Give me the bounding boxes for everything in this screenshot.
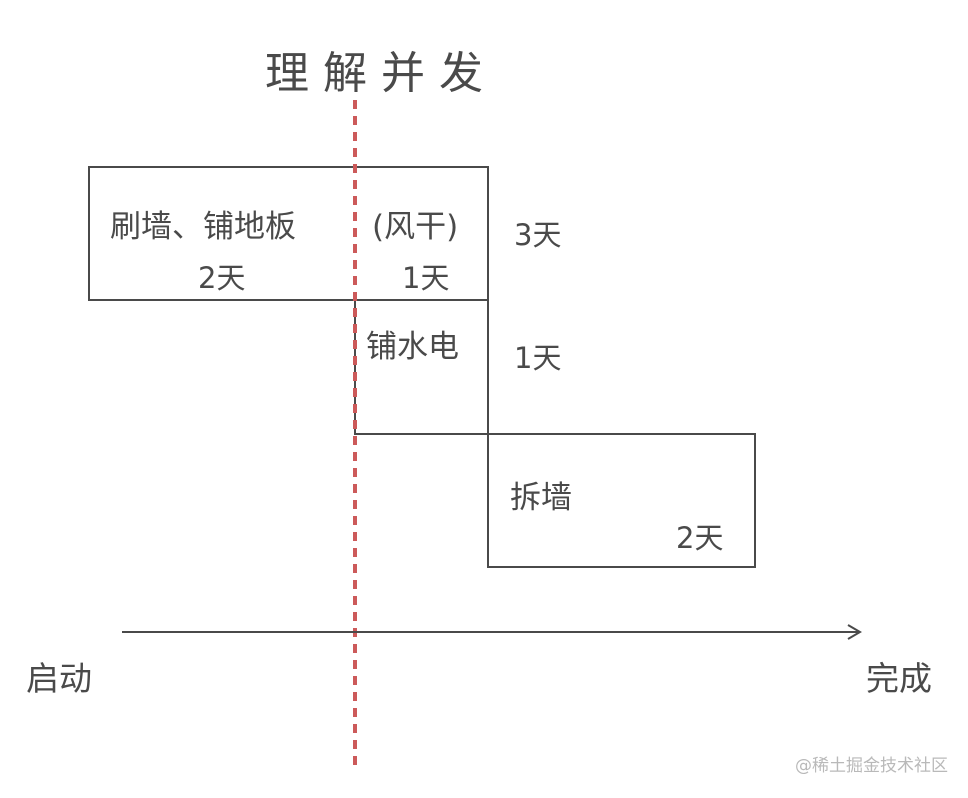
task-label-paint-floor: 刷墙、铺地板 (110, 209, 296, 245)
task-box-demolish (487, 433, 756, 568)
duration-block-total: 3天 (514, 218, 561, 252)
task-label-dry: (风干) (372, 209, 458, 245)
axis-end-label: 完成 (866, 659, 932, 698)
diagram-title: 理解并发 (265, 48, 497, 99)
task-box-paint-floor (88, 166, 489, 301)
task-label-plumbing: 铺水电 (366, 329, 459, 365)
watermark: @稀土掘金技术社区 (795, 756, 948, 776)
task-label-demolish: 拆墙 (510, 480, 572, 516)
axis-start-label: 启动 (26, 659, 92, 698)
duration-dry: 1天 (402, 261, 449, 295)
task-box-plumbing (354, 299, 489, 435)
duration-plumbing: 1天 (514, 341, 561, 375)
duration-demolish: 2天 (676, 521, 723, 555)
timeline-arrow-icon (847, 624, 862, 640)
duration-paint-floor: 2天 (198, 261, 245, 295)
